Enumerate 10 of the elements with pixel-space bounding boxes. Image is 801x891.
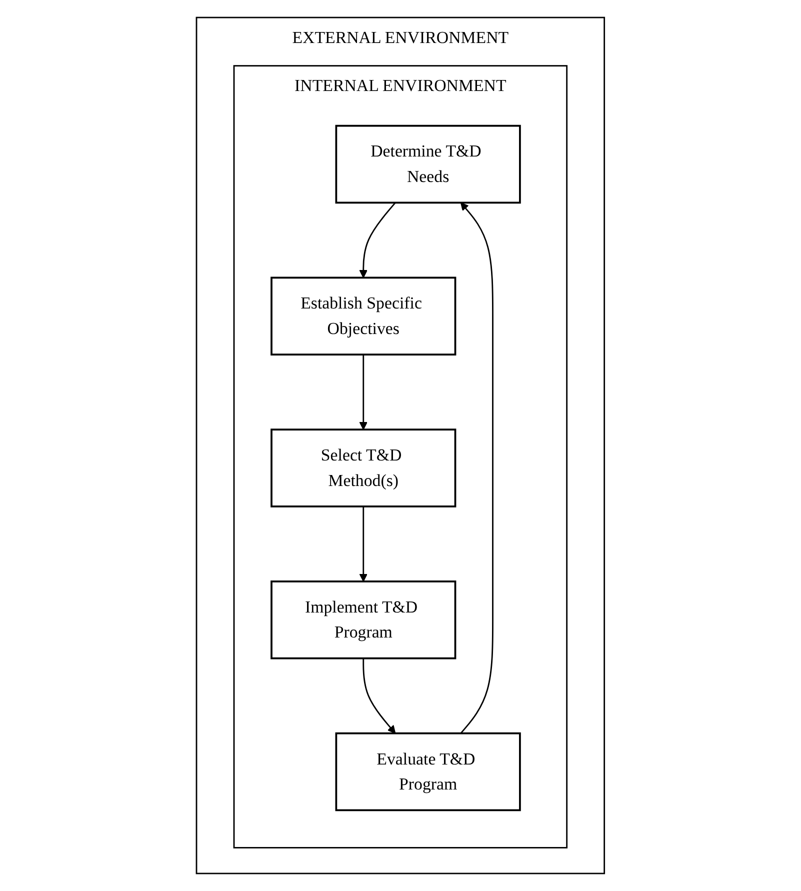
arrow: [460, 202, 494, 734]
node-box: Select T&D Method(s): [270, 428, 456, 508]
arrow: [359, 202, 396, 278]
node-box: Evaluate T&D Program: [335, 732, 521, 812]
node-box: Establish Specific Objectives: [270, 276, 456, 356]
arrow: [359, 506, 368, 582]
arrow: [362, 658, 396, 734]
arrow: [359, 354, 368, 430]
node-box: Determine T&D Needs: [335, 124, 521, 204]
node-box: Implement T&D Program: [270, 580, 456, 660]
